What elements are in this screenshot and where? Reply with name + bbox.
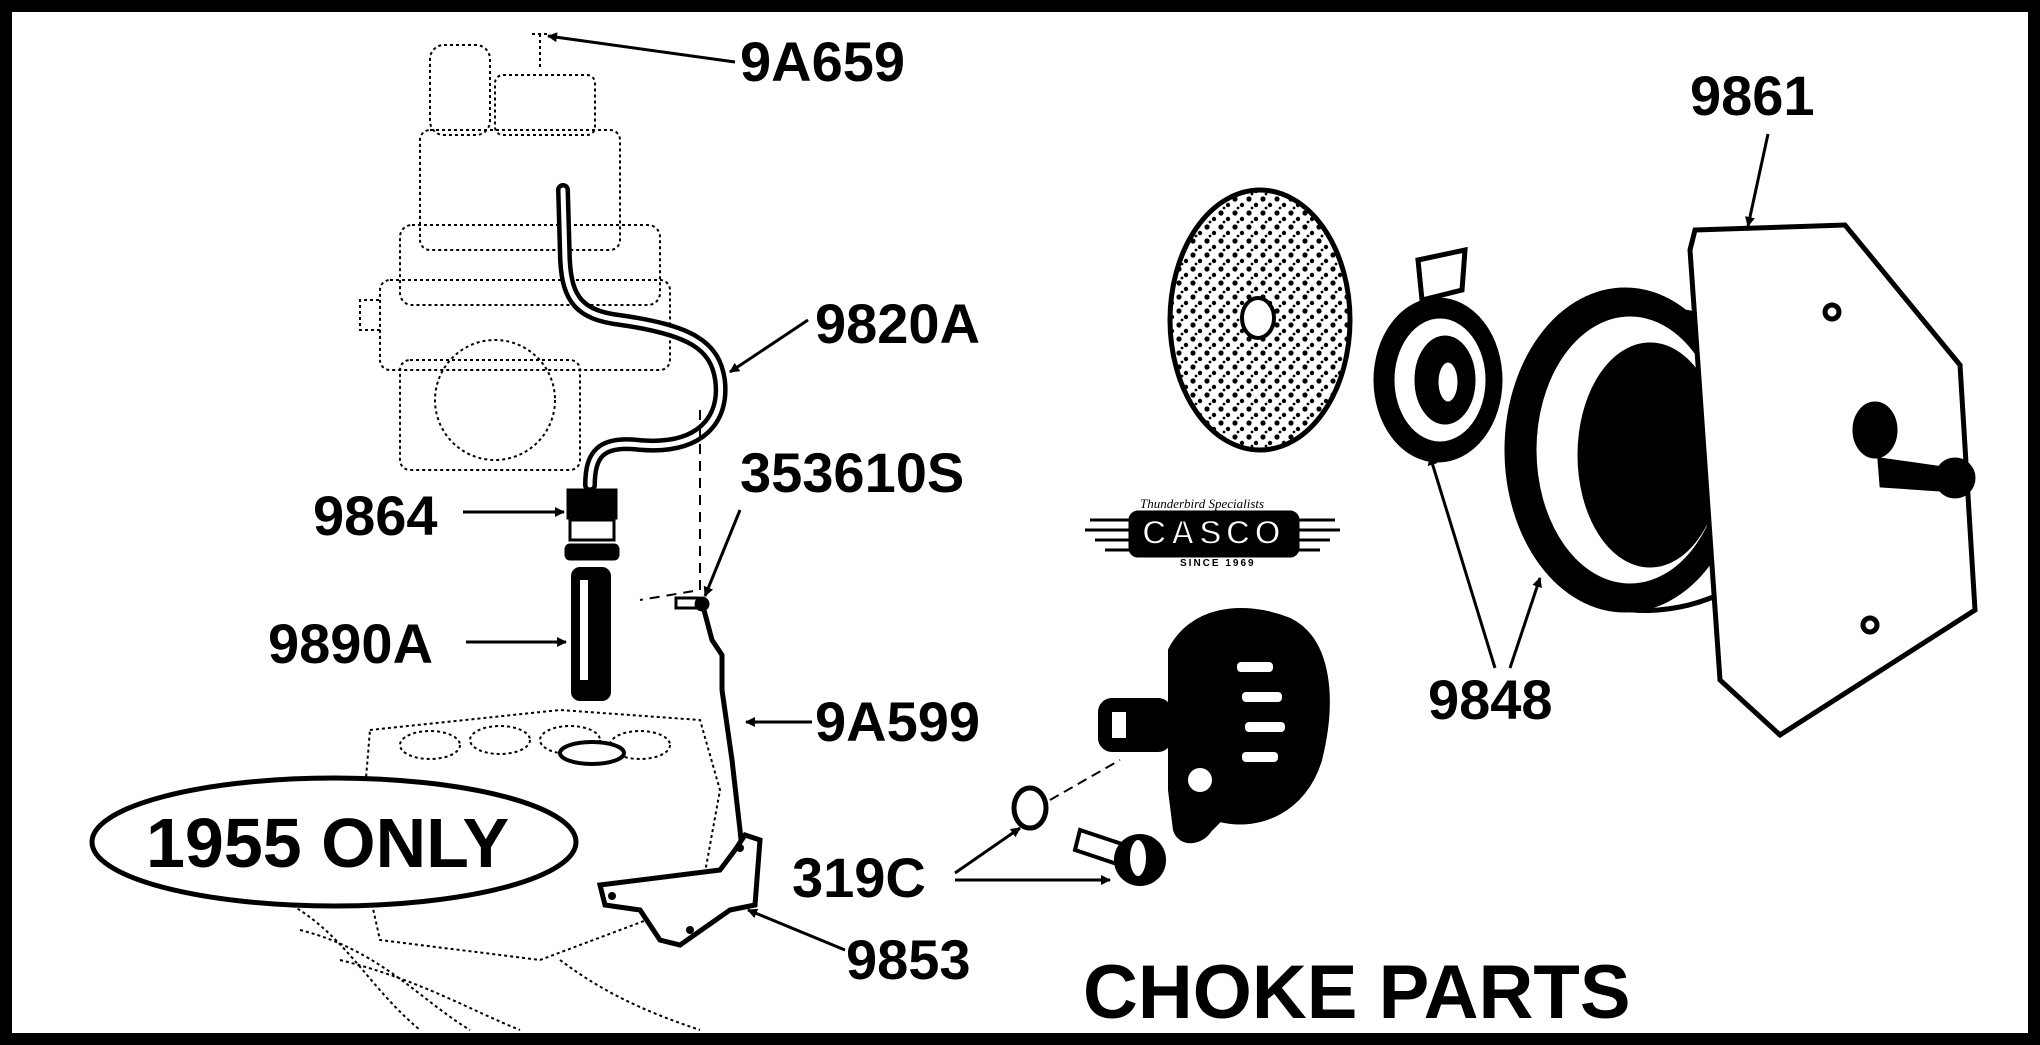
badge-ellipse: [89, 775, 579, 909]
choke-bracket: [596, 832, 763, 948]
badge-1955-only: 1955 ONLY: [146, 804, 510, 882]
logo-tagline: Thunderbird Specialists: [1140, 496, 1265, 511]
lock-washer: [1011, 785, 1049, 831]
label-9848: 9848: [1428, 668, 1553, 731]
diagram-title: CHOKE PARTS: [1083, 950, 1631, 1035]
label-319c: 319C: [792, 846, 926, 909]
leader-arrows: [463, 32, 1770, 952]
label-9853: 9853: [846, 928, 971, 991]
label-9a599: 9A599: [815, 690, 981, 753]
routing-guide: [639, 410, 701, 601]
label-9890a: 9890A: [268, 612, 434, 675]
rod-clip: [674, 596, 710, 612]
choke-cover: [1504, 287, 1762, 613]
logo-since: SINCE 1969: [1180, 558, 1256, 569]
label-9861: 9861: [1690, 64, 1815, 127]
choke-gasket: [1167, 187, 1353, 453]
mounting-plate: [1687, 222, 1978, 739]
choke-tube: [556, 183, 728, 492]
manifold-fitting: [558, 740, 626, 766]
choke-rod: [701, 609, 748, 881]
logo-casco: CASCO: [1141, 513, 1285, 553]
choke-screw: [1072, 827, 1166, 886]
choke-housing: [1098, 608, 1330, 844]
casco-logo-wings: [1085, 510, 1340, 558]
label-9820a: 9820A: [815, 292, 981, 355]
carburetor-outline: [359, 33, 671, 471]
label-9864: 9864: [313, 484, 438, 547]
label-9a659: 9A659: [740, 30, 906, 93]
choke-heat-tube: [571, 567, 611, 701]
label-353610s: 353610S: [740, 441, 965, 504]
tube-nut: [564, 488, 620, 561]
thermostat-spring: [1373, 246, 1503, 463]
